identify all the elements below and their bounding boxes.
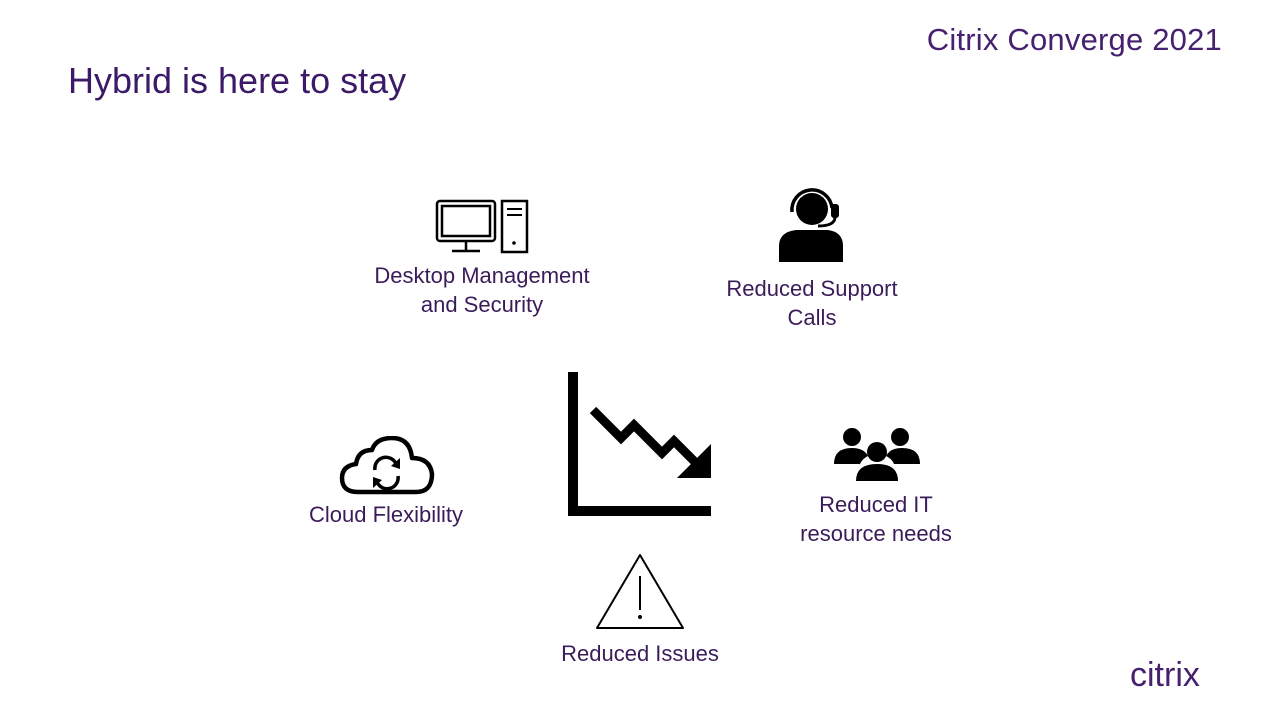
cloud-flexibility-label: Cloud Flexibility [308, 502, 464, 527]
warning-triangle-icon [596, 554, 684, 629]
headset-agent-icon [779, 188, 843, 262]
desktop-management-label: Desktop Management and Security [374, 263, 590, 317]
slide-title: Hybrid is here to stay [68, 60, 407, 101]
event-title: Citrix Converge 2021 [926, 22, 1222, 57]
reduced-support-label: Reduced Support Calls [726, 276, 898, 330]
cloud-sync-icon [339, 436, 435, 495]
citrix-logo: citrix [1130, 656, 1200, 694]
people-group-icon [834, 428, 920, 481]
reduced-it-resources-label: Reduced IT resource needs [800, 492, 952, 546]
desktop-computer-icon [435, 199, 529, 254]
reduced-issues-label: Reduced Issues [561, 641, 719, 666]
downward-trend-chart-icon [568, 372, 711, 516]
